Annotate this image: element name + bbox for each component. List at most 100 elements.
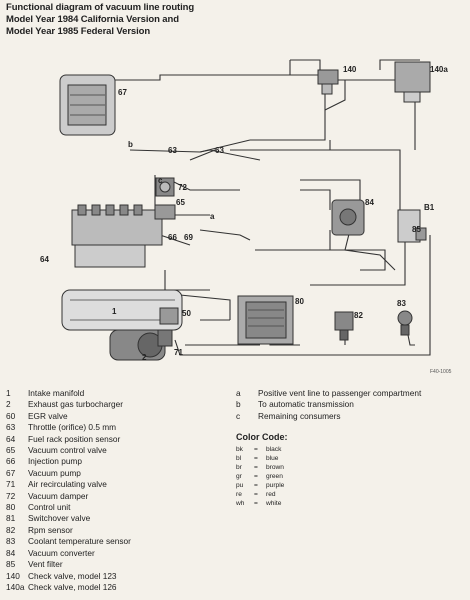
legend-description: Rpm sensor: [28, 524, 73, 535]
callout-b1: B1: [424, 203, 435, 212]
callout-69: 69: [184, 233, 193, 242]
legend-number: 64: [6, 433, 16, 444]
legend-item: 2 Exhaust gas turbocharger: [6, 399, 231, 410]
color-code-code: pu: [236, 481, 244, 489]
callout-72: 72: [178, 183, 187, 192]
color-code-row: br=brown: [236, 463, 466, 472]
color-code-eq: =: [254, 454, 258, 462]
color-code-name: black: [266, 445, 282, 453]
color-code-code: re: [236, 490, 242, 498]
legend-letter-description: To automatic transmission: [258, 399, 354, 410]
color-code-eq: =: [254, 499, 258, 507]
fuel-rack-sensor-64: [74, 244, 146, 268]
legend-letter: b: [236, 399, 241, 410]
legend-number: 82: [6, 524, 16, 535]
callout-82: 82: [354, 311, 363, 320]
callout-64: 64: [40, 255, 49, 264]
color-code-name: green: [266, 472, 283, 480]
legend-number: 67: [6, 467, 16, 478]
callouts: 67 140 140a a b c 63 63 B1 72 84 65 66 6…: [40, 65, 452, 375]
legend-description: Exhaust gas turbocharger: [28, 399, 124, 410]
color-code-name: brown: [266, 463, 284, 471]
letter-legend-item: a Positive vent line to passenger compart…: [236, 388, 466, 399]
legend-item: 81 Switchover valve: [6, 513, 231, 524]
callout-71: 71: [174, 348, 183, 357]
color-code-row: wh = white: [236, 499, 466, 508]
injection-pump-66: [71, 204, 163, 246]
legend-description: Vacuum pump: [28, 467, 81, 478]
legend-description: Intake manifold: [28, 388, 85, 398]
legend-item: 84 Vacuum converter: [6, 548, 231, 559]
legend-item: 64 Fuel rack position sensor: [6, 434, 231, 445]
check-valve-140: [317, 69, 339, 95]
callout-b: b: [128, 140, 133, 149]
color-code-name: purple: [266, 481, 285, 489]
legend-number: 63: [6, 422, 16, 433]
letter-legend-and-color-code: a Positive vent line to passenger compart…: [236, 388, 466, 508]
vacuum-control-valve-65: [154, 204, 176, 220]
figure-code: F40-1005: [430, 369, 452, 375]
legend-number: 83: [6, 536, 16, 547]
callout-63-left: 63: [168, 146, 177, 155]
callout-140a: 140a: [430, 65, 448, 74]
color-code-name: white: [266, 499, 282, 507]
callout-83: 83: [397, 299, 406, 308]
legend-description: Vacuum damper: [28, 490, 89, 501]
legend-item: 82 Rpm sensor: [6, 525, 231, 536]
callout-66: 66: [168, 233, 177, 242]
legend-number: 84: [6, 547, 16, 558]
color-code-row: re=red: [236, 490, 466, 499]
legend-description: Injection pump: [28, 456, 82, 467]
legend-number: 85: [6, 559, 16, 570]
callout-140: 140: [343, 65, 357, 74]
legend-number: 66: [6, 456, 16, 467]
color-code-eq: =: [254, 445, 258, 453]
legend-number: 80: [6, 502, 16, 513]
turbocharger-2: [109, 329, 166, 361]
legend-description: Control unit: [28, 502, 71, 513]
legend-item: 85 Vent filter: [6, 559, 231, 570]
legend-letter: c: [236, 410, 241, 421]
legend-description: Coolant temperature sensor: [28, 536, 131, 547]
control-unit-80: [237, 295, 294, 345]
color-code-row: bk=black: [236, 445, 466, 454]
rpm-sensor-82: [334, 311, 354, 341]
callout-c: c: [158, 176, 163, 185]
callout-50: 50: [182, 309, 191, 318]
egr-valve-50: [159, 307, 179, 325]
color-code-eq: =: [254, 490, 258, 498]
legend-description: Air recirculating valve: [28, 479, 107, 490]
legend-number: 1: [6, 388, 11, 398]
legend-number: 2: [6, 399, 11, 410]
component-legend: 1 Intake manifold 2 Exhaust gas turbocharge…: [6, 388, 231, 593]
diagram-title: Functional diagram of vacuum line routin…: [6, 2, 194, 38]
color-code-eq: =: [254, 463, 258, 471]
letter-legend-item: b To automatic transmission: [236, 399, 466, 410]
title-line-1: Functional diagram of vacuum line routin…: [6, 2, 195, 13]
color-code-code: wh: [236, 499, 245, 507]
coolant-temp-sensor-83: [397, 310, 413, 336]
legend-description: Vent filter: [28, 559, 63, 570]
legend-description: Fuel rack position sensor: [28, 433, 121, 444]
legend-item: 67 Vacuum pump: [6, 468, 231, 479]
legend-description: Switchover valve: [28, 513, 91, 524]
callout-80: 80: [295, 297, 304, 306]
color-code-code: gr: [236, 472, 242, 480]
callout-2: 2: [142, 353, 147, 362]
color-code-eq: =: [254, 472, 258, 480]
legend-item: 66 Injection pump: [6, 456, 231, 467]
legend-number: 140a: [6, 581, 25, 592]
legend-letter: a: [236, 388, 241, 398]
legend-description: Vacuum converter: [28, 547, 95, 558]
legend-description: Check valve, model 126: [28, 581, 117, 592]
color-code-title: Color Code:: [236, 432, 288, 443]
legend-number: 65: [6, 445, 16, 456]
legend-letter-description: Positive vent line to passenger compartm…: [258, 388, 422, 398]
legend-number: 81: [6, 513, 16, 524]
color-code-row: pu=purple: [236, 481, 466, 490]
callout-85: 85: [412, 225, 421, 234]
